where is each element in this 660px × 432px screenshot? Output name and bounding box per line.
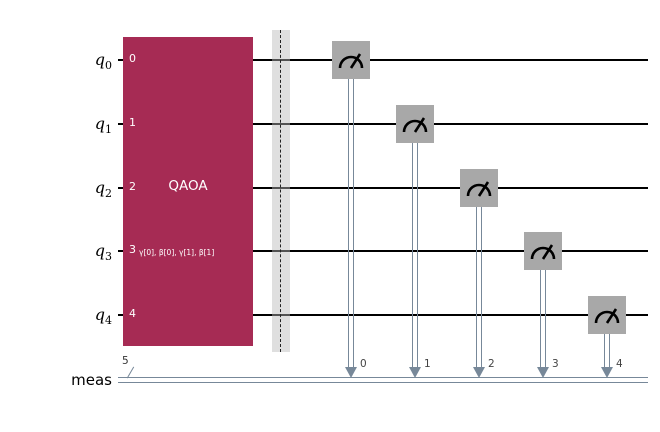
measurement-meter-icon <box>466 181 492 197</box>
measure-arrow <box>537 367 549 378</box>
gate-port: 2 <box>129 180 136 193</box>
barrier-dashed-line <box>280 30 281 352</box>
measure-connector <box>348 79 354 369</box>
measure-connector <box>412 143 418 369</box>
clbit-label: 2 <box>488 358 495 370</box>
measure-gate <box>588 296 626 334</box>
measurement-meter-icon <box>594 308 620 324</box>
classical-register-size: 5 <box>122 355 129 367</box>
measurement-meter-icon <box>402 117 428 133</box>
gate-parameters: γ[0], β[0], γ[1], β[1] <box>139 248 215 257</box>
qaoa-gate: 0 1 2 3 4 QAOA γ[0], β[0], γ[1], β[1] <box>123 37 253 346</box>
barrier <box>272 30 290 352</box>
qubit-wire <box>118 314 648 316</box>
qubit-wire <box>118 250 648 252</box>
measure-arrow <box>473 367 485 378</box>
measure-gate <box>460 169 498 207</box>
measurement-meter-icon <box>338 53 364 69</box>
qubit-label: q1 <box>94 114 112 137</box>
classical-wire <box>118 377 648 383</box>
measure-arrow <box>345 367 357 378</box>
measure-gate <box>396 105 434 143</box>
measure-connector <box>476 207 482 369</box>
classical-register-label: meas <box>71 371 112 389</box>
clbit-label: 4 <box>616 358 623 370</box>
clbit-label: 1 <box>424 358 431 370</box>
clbit-label: 3 <box>552 358 559 370</box>
gate-port: 1 <box>129 116 136 129</box>
measure-connector <box>540 270 546 369</box>
measure-arrow <box>409 367 421 378</box>
clbit-label: 0 <box>360 358 367 370</box>
measure-gate <box>332 41 370 79</box>
qubit-wire <box>118 123 648 125</box>
qubit-label: q0 <box>94 50 112 73</box>
qubit-wire <box>118 187 648 189</box>
qubit-wire <box>118 59 648 61</box>
measure-arrow <box>601 367 613 378</box>
gate-port: 4 <box>129 307 136 320</box>
qubit-label: q3 <box>94 241 112 264</box>
measurement-meter-icon <box>530 244 556 260</box>
measure-connector <box>604 334 610 369</box>
gate-label: QAOA <box>168 178 208 194</box>
gate-port: 0 <box>129 52 136 65</box>
qubit-label: q2 <box>94 178 112 201</box>
measure-gate <box>524 232 562 270</box>
gate-port: 3 <box>129 243 136 256</box>
qubit-label: q4 <box>94 305 112 328</box>
